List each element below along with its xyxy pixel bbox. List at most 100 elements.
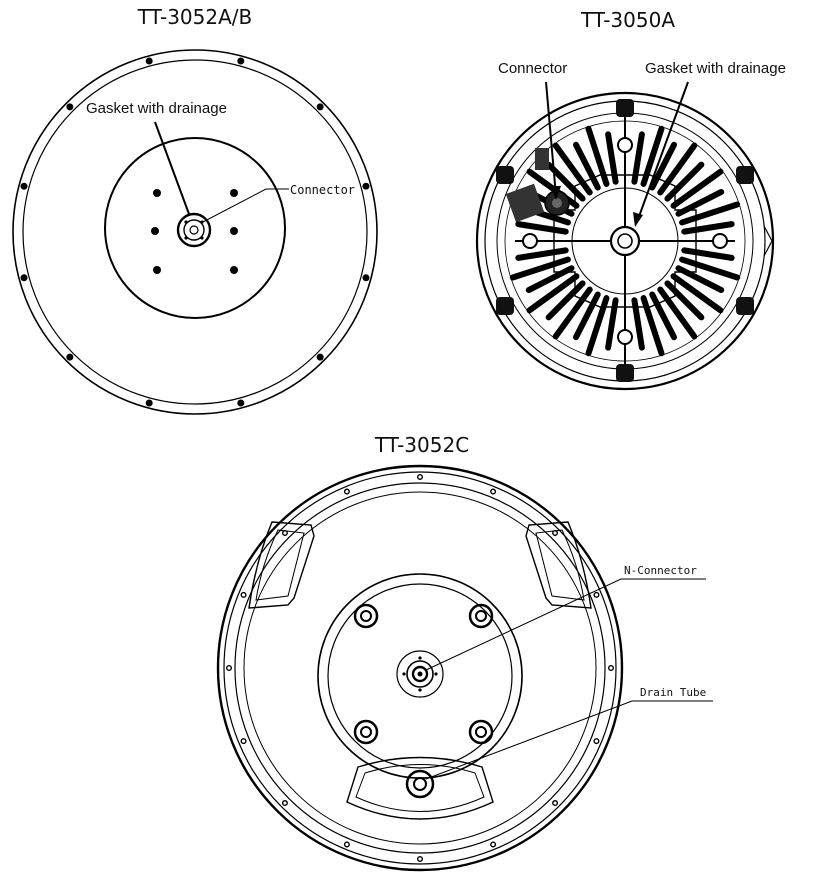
cooling-fin xyxy=(657,142,698,196)
rim-screw xyxy=(281,800,288,807)
connector-body xyxy=(505,148,570,223)
outer-rim-3 xyxy=(234,482,606,854)
rim-screw xyxy=(417,856,424,863)
drain-tube-icon xyxy=(405,769,435,799)
mounting-stud xyxy=(616,99,634,117)
cooling-fin xyxy=(681,247,735,261)
cooling-fin xyxy=(664,280,705,321)
standoff xyxy=(353,719,379,745)
center-plate-inner xyxy=(327,583,513,769)
cooling-fin xyxy=(526,273,580,314)
mount-hole xyxy=(153,189,161,197)
base-plate xyxy=(104,137,286,319)
rim-bolt-hole xyxy=(237,57,245,65)
mounting-stud xyxy=(616,364,634,382)
mount-hole xyxy=(153,266,161,274)
label-connector: Connector xyxy=(290,183,355,197)
cooling-fin xyxy=(605,297,619,351)
title-tt-3050a: TT-3050A xyxy=(580,8,675,32)
standoff xyxy=(468,719,494,745)
rim-screw xyxy=(240,591,247,598)
outer-rim-1 xyxy=(216,464,624,872)
diagram-tt-3050a: TT-3050A Connector Gasket wit xyxy=(475,8,786,391)
handle-right xyxy=(525,521,592,609)
connector-arrowhead xyxy=(551,186,561,200)
mount-hole xyxy=(230,266,238,274)
label-drain-tube: Drain Tube xyxy=(640,686,706,699)
label-gasket-with-drainage: Gasket with drainage xyxy=(86,100,227,117)
cooling-fin xyxy=(649,291,678,341)
diagram-tt-3052c: TT-3052C xyxy=(216,433,713,872)
gasket-leader-line xyxy=(154,121,190,215)
n-connector-leader-line xyxy=(425,578,706,671)
rim-bolt-hole xyxy=(145,57,153,65)
rim-screw xyxy=(593,738,600,745)
housing-outer-ring xyxy=(475,91,775,391)
cooling-fin xyxy=(681,221,735,235)
cooling-fin xyxy=(657,286,698,340)
label-connector-3050a: Connector xyxy=(498,60,567,77)
cooling-fin xyxy=(515,247,569,261)
stud-boss xyxy=(617,329,633,345)
mounting-stud xyxy=(496,166,514,184)
cooling-fin xyxy=(679,201,741,226)
n-connector-icon xyxy=(396,650,444,698)
rim-screw xyxy=(343,488,350,495)
gasket-leader-line-3050a xyxy=(636,81,689,223)
connector-leader-line-3050a xyxy=(545,81,557,197)
rim-bolt-hole xyxy=(66,353,74,361)
rim-screw xyxy=(240,738,247,745)
cooling-fin xyxy=(552,286,593,340)
outer-rim-2 xyxy=(223,471,617,865)
mounting-stud xyxy=(736,297,754,315)
cooling-fin xyxy=(572,291,601,341)
cooling-fin xyxy=(670,168,724,209)
rim-screw xyxy=(608,665,615,672)
rim-bolt-hole xyxy=(237,399,245,407)
connector-leader-line xyxy=(202,188,289,223)
rim-bolt-hole xyxy=(362,182,370,190)
rim-bolt-hole xyxy=(362,274,370,282)
cooling-fin xyxy=(649,141,678,191)
standoff xyxy=(353,603,379,629)
stud-boss xyxy=(522,233,538,249)
title-tt-3052c: TT-3052C xyxy=(374,433,469,457)
gasket-arrowhead xyxy=(633,212,643,227)
center-gasket-icon xyxy=(609,225,641,257)
rim-bolt-hole xyxy=(316,353,324,361)
rim-screw xyxy=(490,488,497,495)
mounting-studs xyxy=(496,99,754,382)
mount-hole xyxy=(151,227,159,235)
diagram-tt-3052ab: TT-3052A/B Gasket with drainage Connecto… xyxy=(12,5,378,415)
stud-boss xyxy=(712,233,728,249)
cooling-fin xyxy=(605,131,619,185)
rim-screw xyxy=(225,665,232,672)
rim-screw xyxy=(593,591,600,598)
rim-bolt-hole xyxy=(145,399,153,407)
outer-radome-ring xyxy=(12,49,378,415)
handle-left xyxy=(248,521,315,609)
cooling-fin xyxy=(664,161,705,202)
mount-hole xyxy=(230,189,238,197)
rim-screw xyxy=(417,474,424,481)
cooling-fin xyxy=(545,280,586,321)
cooling-fin xyxy=(631,131,645,185)
handle-bottom xyxy=(346,756,494,820)
cooling-fin xyxy=(515,221,569,235)
mount-hole xyxy=(230,227,238,235)
rim-screw xyxy=(552,800,559,807)
connector-icon xyxy=(176,212,212,248)
rim-bolt-hole xyxy=(66,103,74,111)
cooling-fin xyxy=(670,273,724,314)
mounting-stud xyxy=(496,297,514,315)
side-tab xyxy=(763,225,773,257)
inner-radome-ring xyxy=(22,59,368,405)
title-tt-3052ab: TT-3052A/B xyxy=(137,5,253,29)
cooling-fin xyxy=(509,256,571,281)
label-gasket-with-drainage-3050a: Gasket with drainage xyxy=(645,60,786,77)
rim-screw-holes xyxy=(225,474,615,863)
rim-bolt-hole xyxy=(316,103,324,111)
standoff xyxy=(468,603,494,629)
cooling-fin xyxy=(631,297,645,351)
